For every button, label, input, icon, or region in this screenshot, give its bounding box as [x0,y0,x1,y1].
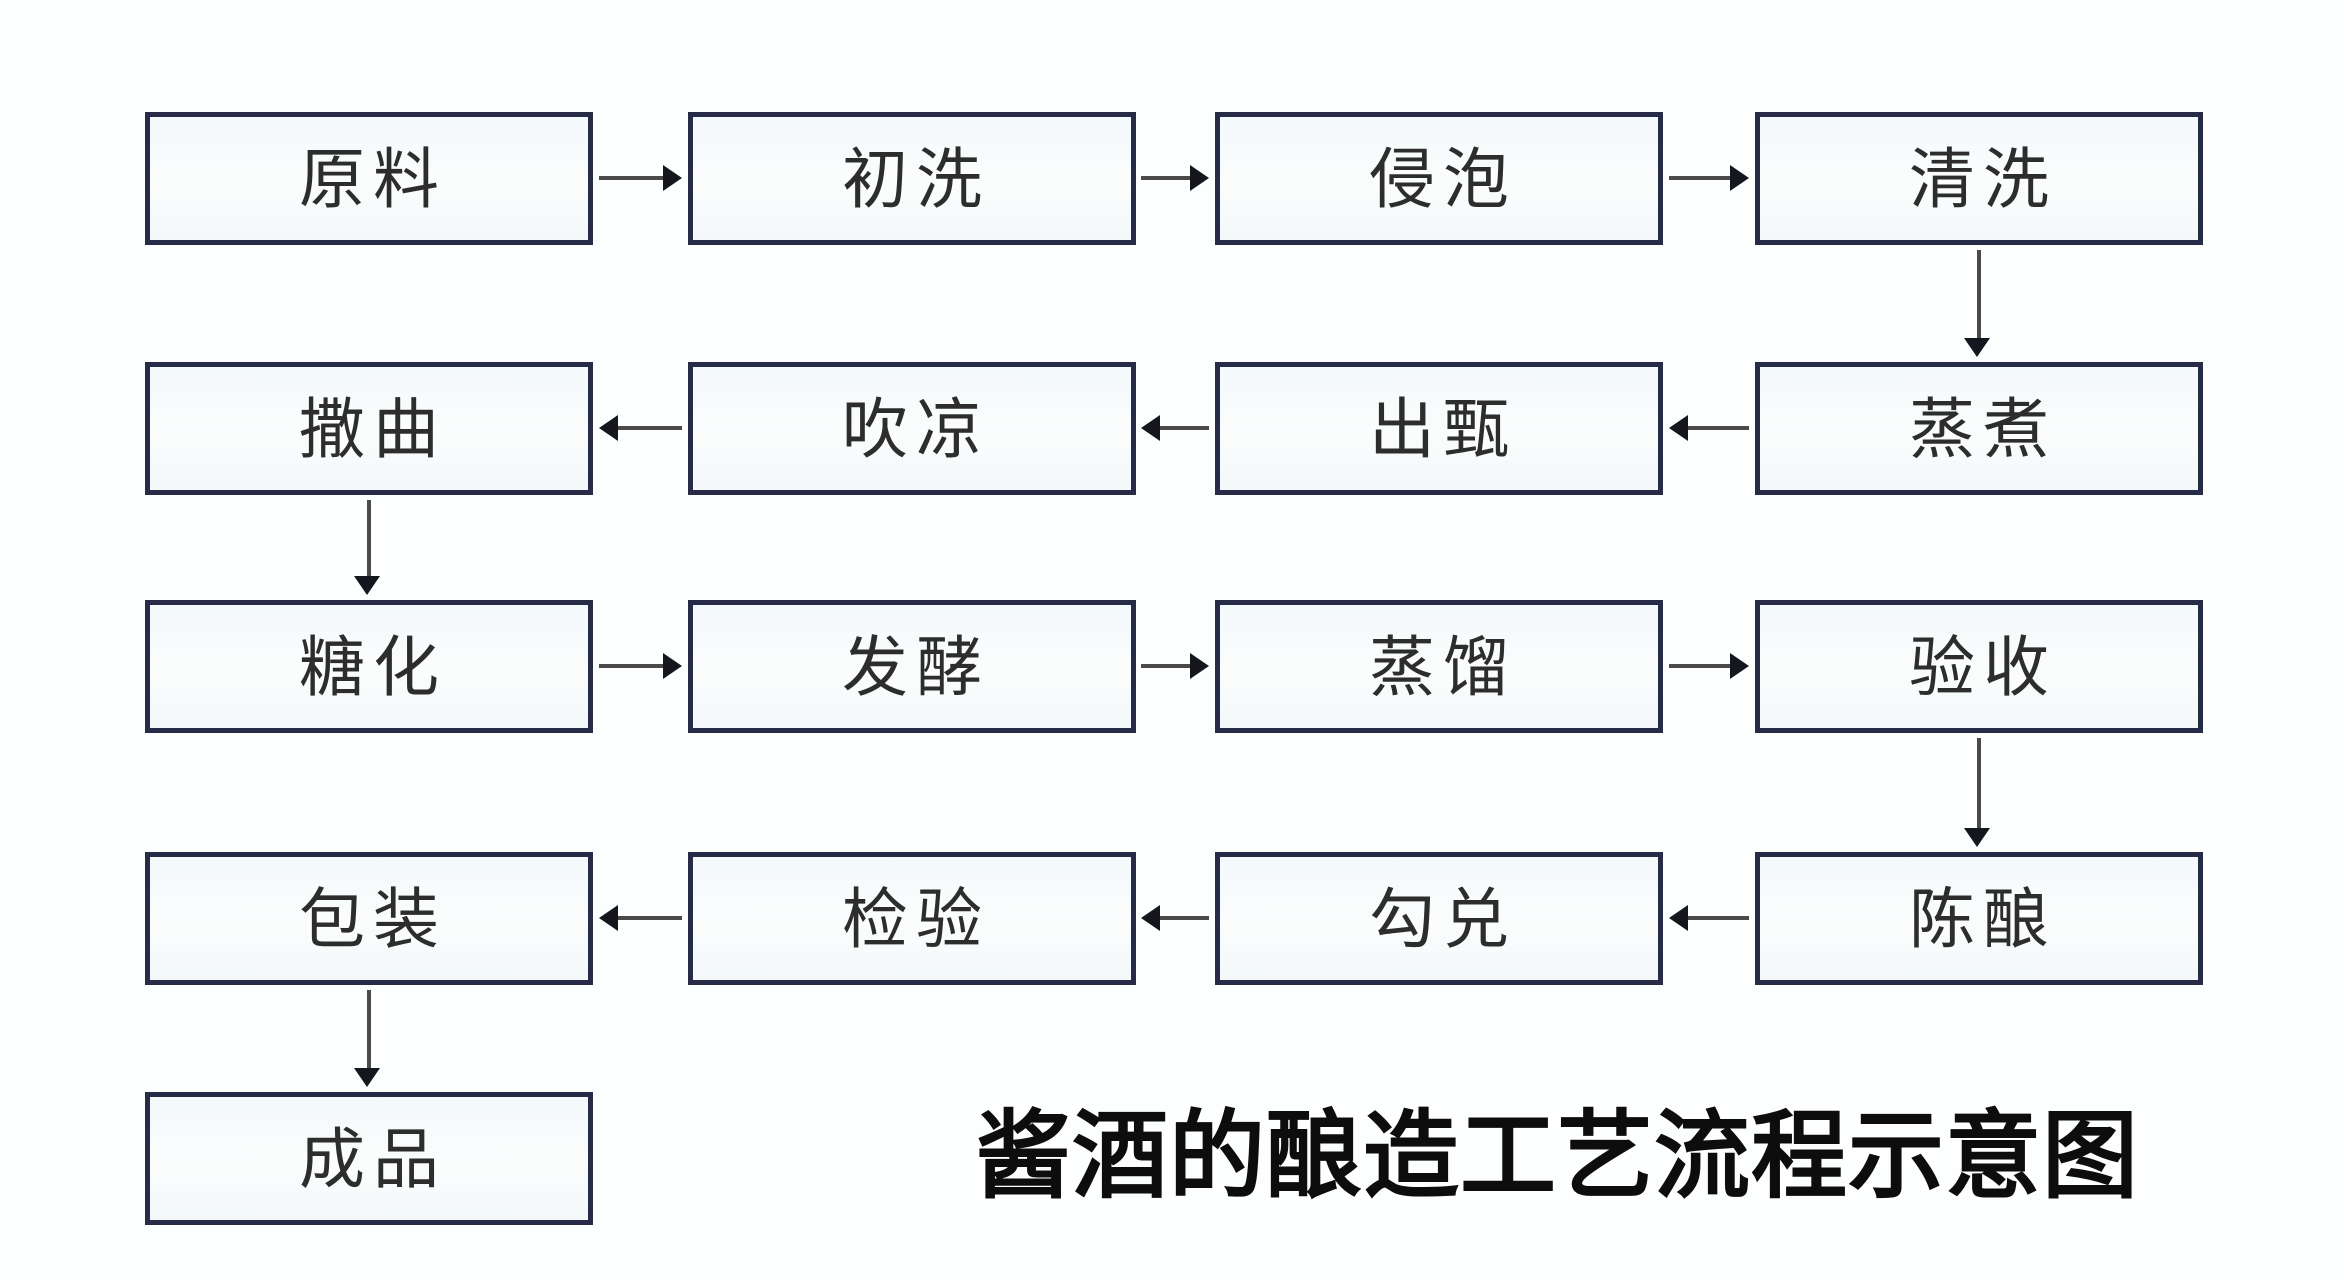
arrow-right-icon [599,651,682,681]
arrow-shaft [1669,664,1733,668]
flow-box-chuiliang: 吹凉 [688,362,1136,495]
arrow-right-icon [1669,163,1749,193]
arrow-left-icon [1669,413,1749,443]
arrow-head [354,1068,380,1087]
flow-box-zhengliu: 蒸馏 [1215,600,1663,733]
arrow-shaft [1141,176,1193,180]
flow-box-label: 初洗 [842,141,990,216]
arrow-head [1669,905,1688,931]
arrow-shaft [615,916,682,920]
arrow-head [1730,165,1749,191]
flow-box-label: 糖化 [299,629,447,704]
arrow-head [1190,165,1209,191]
arrow-shaft [367,500,371,580]
flow-box-chuxi: 初洗 [688,112,1136,245]
flow-box-label: 陈酿 [1909,881,2057,956]
flow-box-label: 蒸煮 [1909,391,2057,466]
arrow-right-icon [1141,163,1209,193]
flow-box-goudui: 勾兑 [1215,852,1663,985]
arrow-right-icon [599,163,682,193]
flow-box-chuzhen: 出甄 [1215,362,1663,495]
flow-box-label: 成品 [299,1121,447,1196]
arrow-head [1141,415,1160,441]
flow-box-chengpin: 成品 [145,1092,593,1225]
arrow-head [1964,338,1990,357]
arrow-shaft [599,664,666,668]
arrow-right-icon [1669,651,1749,681]
flow-box-label: 检验 [842,881,990,956]
arrow-shaft [1141,664,1193,668]
flow-box-tanghua: 糖化 [145,600,593,733]
arrow-right-icon [1141,651,1209,681]
arrow-shaft [1685,426,1749,430]
arrow-left-icon [599,413,682,443]
flow-box-yanshou: 验收 [1755,600,2203,733]
arrow-head [1669,415,1688,441]
flow-box-label: 勾兑 [1369,881,1517,956]
flow-box-qinpao: 侵泡 [1215,112,1663,245]
flow-box-qingxi: 清洗 [1755,112,2203,245]
arrow-head [1964,828,1990,847]
arrow-head [1730,653,1749,679]
flow-box-label: 发酵 [842,629,990,704]
arrow-head [599,415,618,441]
flow-box-baozhuang: 包装 [145,852,593,985]
flow-box-label: 包装 [299,881,447,956]
arrow-shaft [1669,176,1733,180]
flow-box-zhengzhu: 蒸煮 [1755,362,2203,495]
arrow-shaft [599,176,666,180]
arrow-head [663,165,682,191]
arrow-left-icon [1141,413,1209,443]
arrow-head [354,576,380,595]
arrow-left-icon [599,903,682,933]
arrow-head [1190,653,1209,679]
arrow-head [663,653,682,679]
flow-box-saqu: 撒曲 [145,362,593,495]
flow-box-label: 吹凉 [842,391,990,466]
arrow-left-icon [1669,903,1749,933]
flow-box-label: 蒸馏 [1369,629,1517,704]
arrow-shaft [1157,916,1209,920]
diagram-title: 酱酒的酿造工艺流程示意图 [975,1103,2139,1210]
flow-box-label: 出甄 [1369,391,1517,466]
arrow-shaft [1685,916,1749,920]
arrow-head [599,905,618,931]
flow-box-label: 清洗 [1909,141,2057,216]
arrow-shaft [367,990,371,1072]
flow-box-label: 验收 [1909,629,2057,704]
arrow-shaft [1977,738,1981,832]
flow-box-label: 撒曲 [299,391,447,466]
flow-box-fajiao: 发酵 [688,600,1136,733]
arrow-down-icon [354,990,384,1087]
flow-box-label: 原料 [299,141,447,216]
flow-box-jianyan: 检验 [688,852,1136,985]
arrow-down-icon [1964,250,1994,357]
arrow-left-icon [1141,903,1209,933]
arrow-shaft [1977,250,1981,342]
arrow-shaft [615,426,682,430]
arrow-down-icon [1964,738,1994,847]
flow-box-yuanliao: 原料 [145,112,593,245]
arrow-shaft [1157,426,1209,430]
flow-box-chenniang: 陈酿 [1755,852,2203,985]
arrow-down-icon [354,500,384,595]
arrow-head [1141,905,1160,931]
flow-box-label: 侵泡 [1369,141,1517,216]
